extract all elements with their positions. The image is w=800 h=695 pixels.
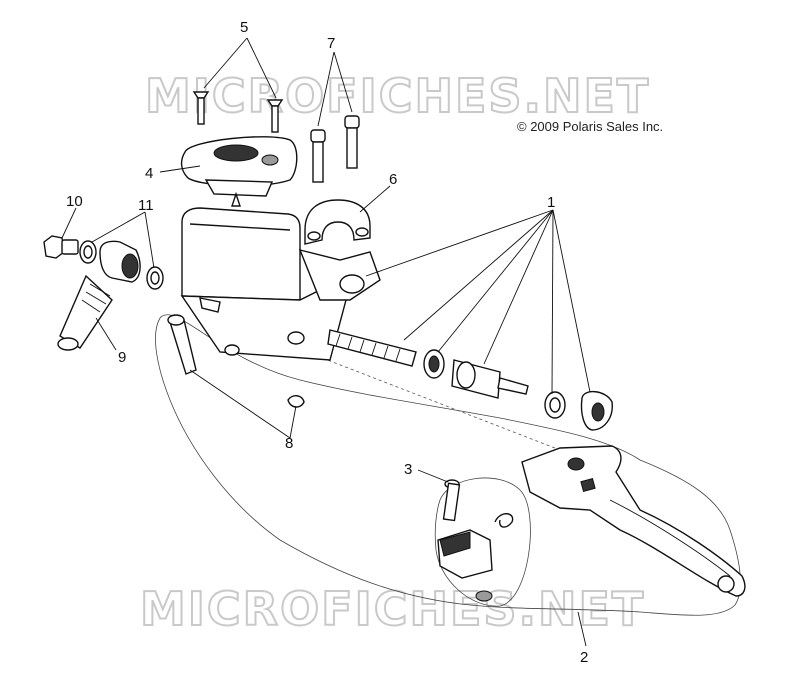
- part-11-washers: [79, 240, 164, 290]
- callout-6: 6: [389, 171, 397, 188]
- part-6-clamp: [304, 199, 371, 245]
- callout-2: 2: [580, 649, 588, 666]
- callout-4: 4: [145, 165, 153, 182]
- watermark-top: MICROFICHES.NET: [145, 69, 650, 123]
- callout-5: 5: [240, 19, 248, 36]
- callout-3: 3: [404, 461, 412, 478]
- leader-lines: [61, 37, 591, 647]
- callout-1: 1: [547, 194, 555, 211]
- master-cylinder-body: [180, 207, 381, 361]
- part-9-banjo-fitting: [57, 240, 141, 351]
- part-4-reservoir-cover: [180, 136, 298, 207]
- callout-8: 8: [285, 435, 293, 452]
- assembly-outline: [155, 314, 741, 616]
- part-7-bolts: [310, 115, 360, 183]
- copyright-notice: © 2009 Polaris Sales Inc.: [517, 119, 663, 134]
- callout-11: 11: [138, 197, 154, 214]
- callout-9: 9: [118, 349, 126, 366]
- part-2-brake-lever: [521, 445, 746, 597]
- part-3-pivot-kit: [434, 477, 531, 607]
- part-10-banjo-bolt: [43, 235, 79, 259]
- part-5-screws: [192, 91, 284, 133]
- part-8-pin-and-clip: [167, 314, 305, 408]
- part-1-piston-assembly: [327, 329, 613, 431]
- callout-7: 7: [327, 35, 335, 52]
- callout-10: 10: [66, 193, 83, 210]
